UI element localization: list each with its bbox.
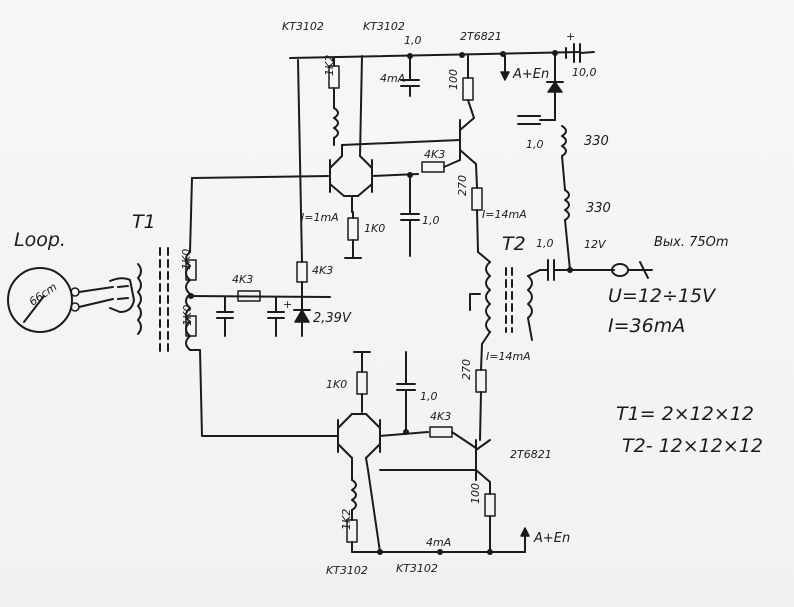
output-label: Bых. 75Om	[654, 235, 729, 250]
r-270-bot-label: 270	[460, 359, 473, 380]
r-1k0-t1a-label: 1K0	[180, 249, 193, 270]
c-1u-center-label: 1,0	[422, 214, 440, 227]
aten-top-label: A+En	[512, 67, 549, 82]
r-1k0-t1b	[185, 315, 197, 337]
r-4k3-mid-label: 4K3	[232, 273, 253, 286]
transistor-2t6821-top	[459, 117, 477, 165]
c-out-10u-label: 10,0	[572, 66, 597, 79]
r-100-bot-label: 100	[469, 483, 482, 504]
t2-label: T2	[502, 233, 526, 255]
kt3102-top-b-label: KT3102	[363, 20, 405, 33]
zener-voltage-label: 2,39V	[313, 311, 352, 326]
i-spec-label: I=36mA	[608, 315, 685, 337]
aten-bot-label: A+En	[533, 531, 570, 546]
coax-connector-icon	[611, 261, 653, 279]
zener-diode	[294, 309, 310, 323]
r-4k3-bot-label: 4K3	[430, 410, 451, 423]
r-270-bot	[475, 369, 487, 393]
r-4k3-vert	[296, 261, 308, 283]
r-1k0-bot	[356, 371, 368, 395]
r-1k0-t1b-label: 1K0	[181, 305, 194, 326]
r-1k0-t1a	[185, 259, 197, 281]
r-270-top-label: 270	[456, 175, 469, 196]
tr-top-label: 2T6821	[460, 30, 502, 43]
kt3102-bot-b-label: KT3102	[396, 562, 438, 575]
i-14ma-bot-label: I=14mA	[486, 350, 531, 363]
c-top-4ma-label: 4mA	[380, 72, 405, 85]
r-100-bot	[484, 493, 496, 517]
r-4k3-bot	[429, 426, 453, 438]
r-1k0-top	[347, 217, 359, 241]
kt3102-top-a-label: KT3102	[282, 20, 324, 33]
antenna-plug-icon	[78, 277, 135, 313]
t2-transformer	[469, 261, 533, 333]
c-top-1u-label: 1,0	[404, 34, 422, 47]
t2-spec-label: T2- 12×12×12	[622, 435, 763, 457]
transistor-2t6821-bot	[475, 439, 491, 483]
c-1u-bot-label: 1,0	[420, 390, 438, 403]
cap-10u-plus: +	[566, 30, 575, 43]
v-12-label: 12V	[584, 238, 607, 251]
t1-transformer	[137, 247, 191, 353]
c-mid-1u-label: 1,0	[526, 138, 544, 151]
l-330-a-label: 330	[584, 134, 609, 149]
transistor-pair-bot	[337, 413, 381, 459]
r-100-top	[462, 77, 474, 101]
r-100-top-label: 100	[447, 69, 460, 90]
loop-label: Loop.	[14, 229, 66, 251]
u-spec-label: U=12÷15V	[608, 285, 717, 307]
supply-diode	[547, 81, 563, 93]
r-4k3-top-label: 4K3	[424, 148, 445, 161]
i-14ma-top-label: I=14mA	[482, 208, 527, 221]
r-1k2-bot-label: 1K2	[340, 509, 353, 530]
r-270-top	[471, 187, 483, 211]
transistor-pair-top	[329, 155, 373, 197]
kt3102-bot-a-label: KT3102	[326, 564, 368, 577]
l-330-b-label: 330	[586, 201, 611, 216]
r-4k3-mid	[237, 290, 261, 302]
loop-size-label: 66cm	[27, 280, 60, 308]
c-t2-1u-label: 1,0	[536, 237, 554, 250]
r-1k2-top-label: 1K2	[323, 55, 336, 76]
r-1k0-bot-label: 1K0	[326, 378, 347, 391]
i-1ma-label: I=1mA	[301, 211, 339, 224]
tr-bot-label: 2T6821	[510, 448, 552, 461]
cap-plus-sign: +	[283, 298, 292, 311]
c-4ma-bot-label: 4mA	[426, 536, 451, 549]
r-4k3-vert-label: 4K3	[312, 264, 333, 277]
r-1k0-top-label: 1K0	[364, 222, 385, 235]
r-4k3-top	[421, 161, 445, 173]
t1-spec-label: T1= 2×12×12	[616, 403, 754, 425]
t1-label: T1	[132, 211, 156, 233]
